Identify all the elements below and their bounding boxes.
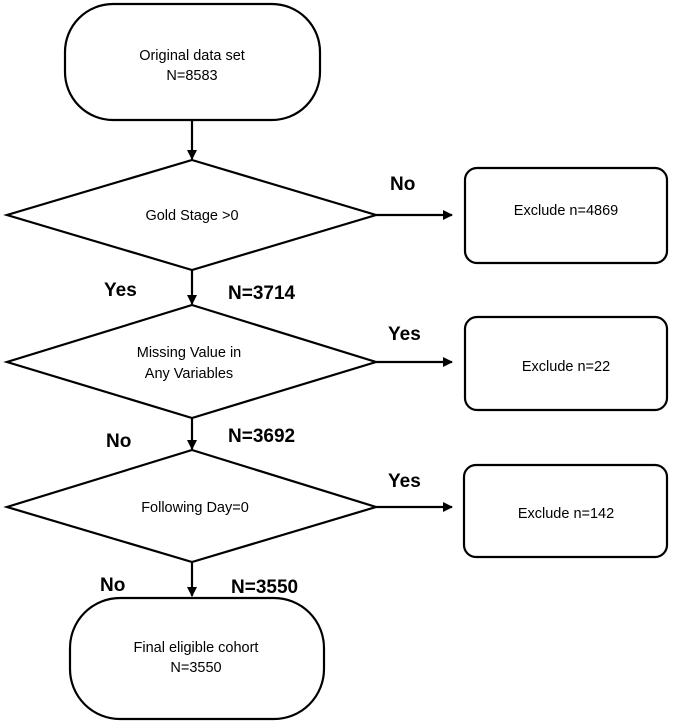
- exclude-box-2: Exclude n=22: [463, 315, 669, 412]
- start-node-line1: Original data set: [139, 48, 245, 64]
- exclude-box-3: Exclude n=142: [462, 463, 669, 559]
- decision-missing-value-line1: Missing Value in: [137, 345, 242, 361]
- decision-gold-stage-label: Gold Stage >0: [145, 208, 238, 224]
- end-node-line2: N=3550: [170, 660, 221, 676]
- edge-label-yes-2: Yes: [388, 324, 421, 345]
- edge-label-no-2: No: [106, 431, 131, 452]
- edge-label-no-1: No: [390, 174, 415, 195]
- decision-missing-value-line2: Any Variables: [145, 366, 233, 382]
- edge-count-1: N=3714: [228, 283, 296, 304]
- edge-label-yes-1: Yes: [104, 280, 137, 301]
- decision-following-day: Following Day=0: [3, 448, 380, 564]
- exclude-box-1: Exclude n=4869: [463, 166, 669, 265]
- edge-label-no-3: No: [100, 575, 125, 596]
- decision-missing-value: Missing Value in Any Variables: [3, 303, 380, 420]
- edge-count-3: N=3550: [231, 577, 298, 598]
- end-node: Final eligible cohort N=3550: [68, 596, 326, 721]
- decision-gold-stage: Gold Stage >0: [3, 158, 380, 272]
- exclude-box-3-label: Exclude n=142: [518, 506, 614, 522]
- start-node-line2: N=8583: [166, 68, 217, 84]
- exclude-box-1-label: Exclude n=4869: [514, 203, 618, 219]
- edge-label-yes-3: Yes: [388, 471, 421, 492]
- decision-following-day-label: Following Day=0: [141, 500, 249, 516]
- start-node: Original data set N=8583: [63, 2, 322, 122]
- end-node-line1: Final eligible cohort: [134, 640, 259, 656]
- exclude-box-2-label: Exclude n=22: [522, 359, 610, 375]
- edge-count-2: N=3692: [228, 426, 295, 447]
